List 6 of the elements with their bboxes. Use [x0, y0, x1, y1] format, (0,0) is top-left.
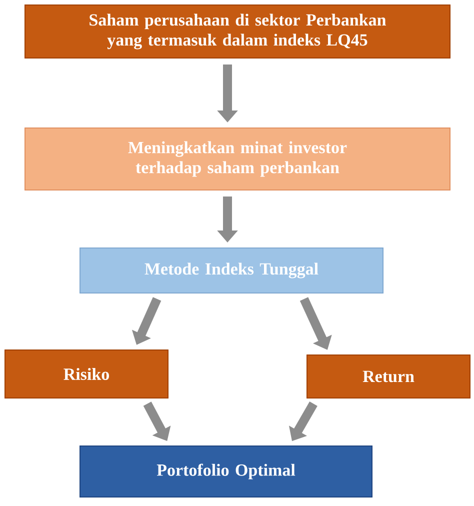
result-box: Return [306, 354, 470, 398]
process-box: Saham perusahaan di sektor Perbankan yang termasuk dalam indeks LQ45 [24, 4, 450, 58]
result-box: Risiko [4, 350, 168, 398]
process-box: Meningkatkan minat investor terhadap saham perbankan [24, 128, 450, 190]
method-box: Metode Indeks Tunggal [80, 248, 384, 294]
output-box: Portofolio Optimal [80, 446, 372, 498]
